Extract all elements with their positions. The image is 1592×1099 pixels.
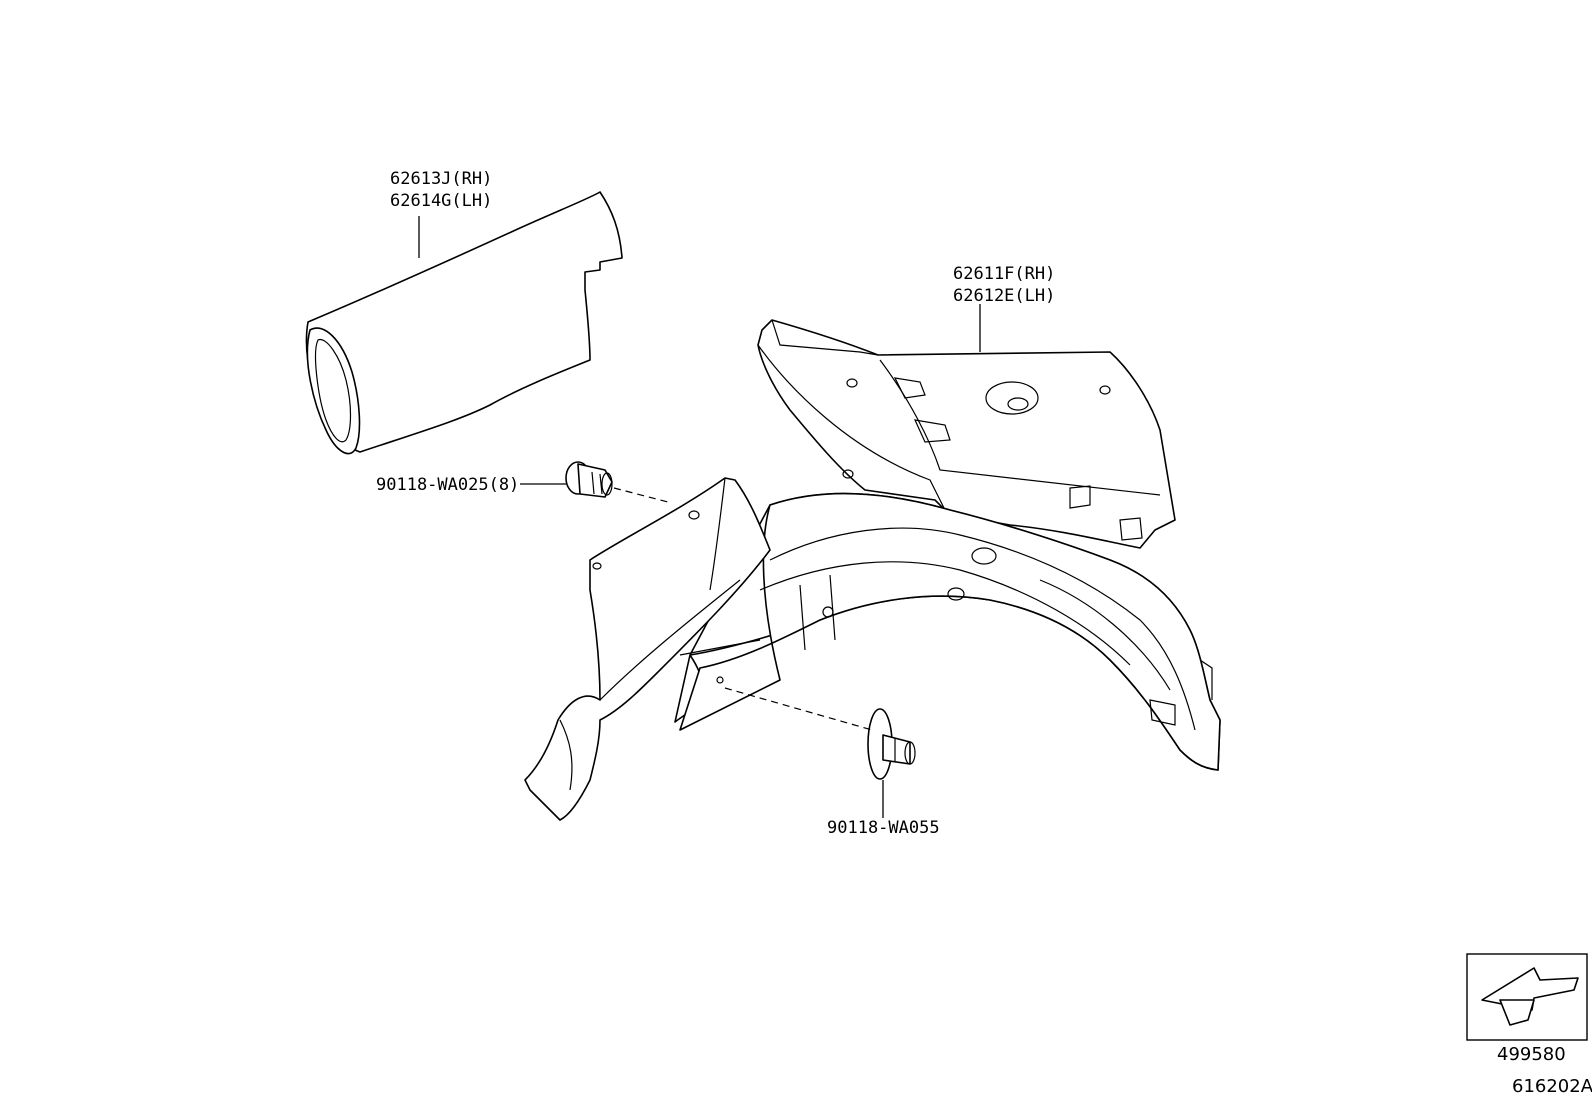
upper-cover-label-lh: 62614G(LH) [390, 191, 492, 211]
upper-panel-part[interactable] [757, 319, 1176, 549]
wheel-house-liner-part[interactable] [524, 477, 1221, 821]
upper-cover-part[interactable] [305, 191, 623, 455]
front-direction-arrow-icon [1481, 967, 1579, 1026]
clip-upper-assembly-line [613, 487, 669, 503]
direction-reference-box [1466, 953, 1588, 1041]
upper-cover-label-rh: 62613J(RH) [390, 169, 492, 189]
view-code-label: 499580 [1497, 1044, 1566, 1065]
diagram-code-label: 616202A [1512, 1076, 1592, 1097]
upper-panel-label-rh: 62611F(RH) [953, 264, 1055, 284]
clip-lower-assembly-line [724, 687, 873, 731]
upper-panel-label-lh: 62612E(LH) [953, 286, 1055, 306]
clip-lower-label: 90118-WA055 [827, 818, 940, 838]
clip-upper-part[interactable] [565, 461, 613, 498]
clip-upper-label: 90118-WA025(8) [376, 475, 519, 495]
clip-lower-part[interactable] [867, 708, 916, 780]
